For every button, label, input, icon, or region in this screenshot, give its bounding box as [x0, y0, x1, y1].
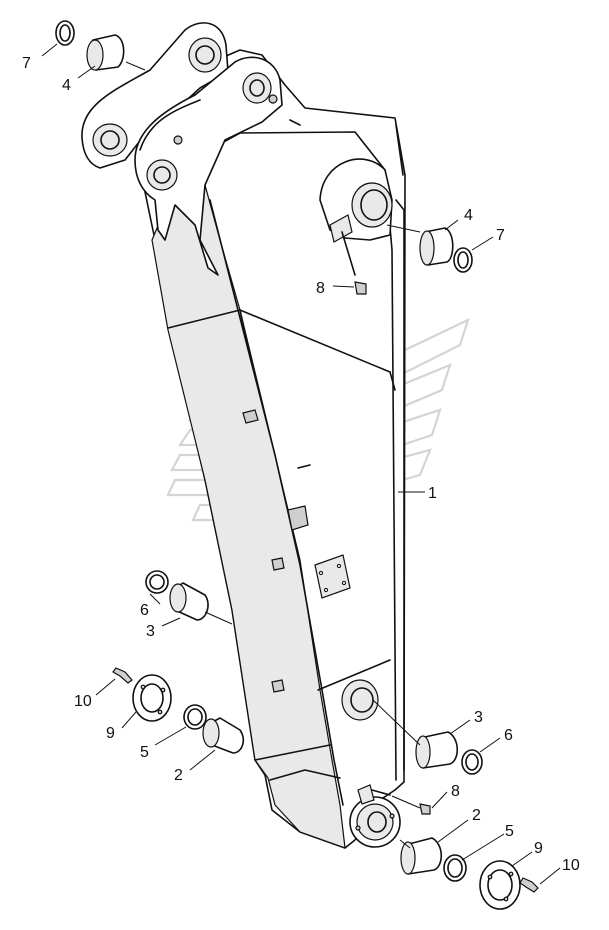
- top-bracket: [81, 22, 283, 276]
- callout-1: 1: [428, 485, 437, 502]
- callout-9-left: 9: [106, 725, 115, 742]
- callout-2-left: 2: [174, 767, 183, 784]
- plate-9-left: [132, 674, 172, 722]
- upper-boss: [319, 158, 393, 295]
- seal-ring-6-right: [461, 749, 483, 775]
- parts-lower-right: [400, 731, 539, 910]
- callout-9-right: 9: [534, 840, 543, 857]
- parts-lower-left: [112, 570, 245, 754]
- callout-4-top: 4: [62, 77, 71, 94]
- lower-bosses: [341, 679, 401, 848]
- seal-ring-7-right: [453, 247, 473, 273]
- callout-5-left: 5: [140, 744, 149, 761]
- seal-ring-7-top: [55, 20, 75, 46]
- callout-8-upper: 8: [316, 280, 325, 297]
- plate-9-right: [479, 860, 521, 910]
- grease-fitting-lower: [419, 803, 431, 815]
- callout-4-right: 4: [464, 207, 473, 224]
- callout-2-right: 2: [472, 807, 481, 824]
- pad-middle: [287, 505, 309, 531]
- parts-upper-right: [419, 227, 473, 273]
- grease-fitting-upper: [354, 281, 367, 295]
- callout-6-right: 6: [504, 727, 513, 744]
- bolt-10-right: [519, 877, 539, 893]
- parts-top-left: [55, 20, 125, 71]
- pad-upper: [242, 409, 259, 424]
- bolt-10-left: [112, 667, 133, 684]
- callout-3-right: 3: [474, 709, 483, 726]
- pad-lower: [271, 679, 285, 693]
- mount-plate: [314, 554, 351, 599]
- callout-labels: 7 4 4 7 8 1 6 3 10 9 5 2 3 6 8 2 5 9 10: [22, 55, 580, 874]
- callout-10-right: 10: [562, 857, 580, 874]
- callout-5-right: 5: [505, 823, 514, 840]
- leader-lines: [41, 43, 561, 885]
- callout-7-right: 7: [496, 227, 505, 244]
- callout-6-left: 6: [140, 602, 149, 619]
- pad-small: [271, 557, 285, 571]
- callout-10-left: 10: [74, 693, 92, 710]
- callout-8-lower: 8: [451, 783, 460, 800]
- callout-7-top: 7: [22, 55, 31, 72]
- callout-3-left: 3: [146, 623, 155, 640]
